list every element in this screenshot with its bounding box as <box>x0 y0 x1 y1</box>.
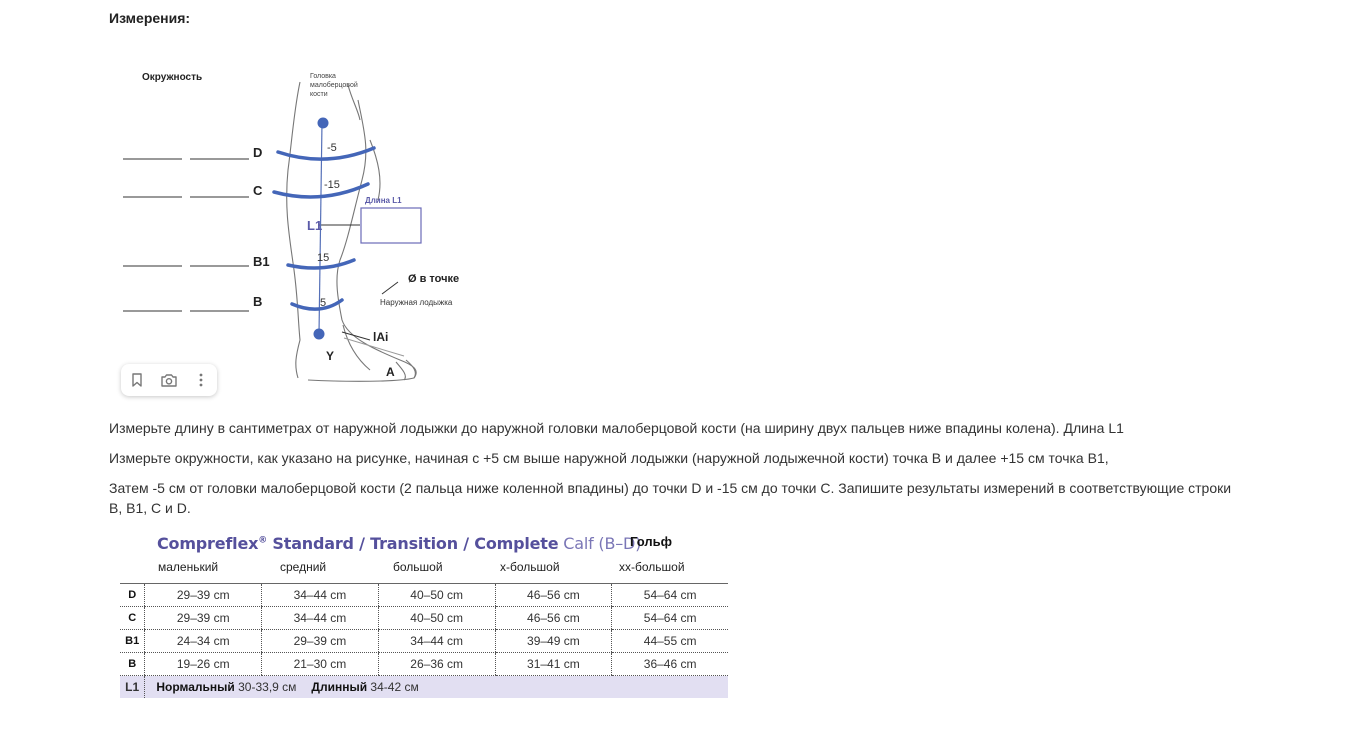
size-header-l: большой <box>393 560 443 574</box>
table-cell: 40–50 cm <box>377 583 496 607</box>
table-cell: 34–44 cm <box>261 583 379 607</box>
table-cell: 34–44 cm <box>377 629 496 653</box>
table-cell: 46–56 cm <box>494 583 612 607</box>
point-ankle <box>313 328 325 340</box>
calf-label: Calf (B–D) <box>558 534 642 553</box>
row-label: D <box>120 583 145 607</box>
leg-outline <box>286 81 417 382</box>
row-label: B <box>120 652 145 676</box>
length-l1-box <box>360 207 422 244</box>
size-header-xxl: xx-большой <box>619 560 685 574</box>
fibula-head-label-1: Головка <box>310 73 336 80</box>
table-cell: 34–44 cm <box>261 606 379 630</box>
long-length-label: Длинный <box>311 680 368 694</box>
size-header-s: маленький <box>158 560 219 574</box>
row-label-d: D <box>253 145 262 160</box>
l1-label: L1 <box>307 218 322 233</box>
circumference-label: Окружность <box>142 72 202 83</box>
table-cell: 21–30 cm <box>261 652 379 676</box>
row-label-b: B <box>253 294 262 309</box>
golf-label: Гольф <box>630 534 672 549</box>
length-l1-label: Длина L1 <box>365 196 402 205</box>
table-cell: 24–34 cm <box>144 629 262 653</box>
registered-mark: ® <box>258 535 268 546</box>
table-cell: 29–39 cm <box>144 583 262 607</box>
table-cell: 44–55 cm <box>611 629 728 653</box>
size-chart-title: Compreflex® Standard / Transition / Comp… <box>157 534 641 553</box>
image-toolbar <box>121 364 217 396</box>
fibula-head-label-3: кости <box>310 91 328 98</box>
ai-label: lAi <box>373 330 388 344</box>
y-label: Y <box>326 349 334 363</box>
long-length-value: 34-42 см <box>367 680 419 694</box>
bookmark-icon[interactable] <box>125 368 149 392</box>
guide-lines <box>123 158 405 357</box>
row-label-b1: B1 <box>253 254 270 269</box>
point-diameter-label: Ø в точке <box>408 273 459 285</box>
section-heading: Измерения: <box>109 10 191 26</box>
mark-5: 5 <box>320 297 326 309</box>
row-label: B1 <box>120 629 145 653</box>
mark-15: 15 <box>317 252 329 264</box>
instruction-paragraph-points: Затем -5 см от головки малоберцовой кост… <box>109 480 1232 516</box>
table-cell: 36–46 cm <box>611 652 728 676</box>
table-cell: 26–36 cm <box>377 652 496 676</box>
size-header-xl: x-большой <box>500 560 560 574</box>
table-cell: 40–50 cm <box>377 606 496 630</box>
ankle-label: Наружная лодыжка <box>380 298 453 307</box>
leg-diagram-svg: Окружность Головка малоберцовой кости D … <box>123 72 459 382</box>
product-line: Standard / Transition / Complete <box>267 534 559 553</box>
point-fibula-head <box>317 117 329 129</box>
fibula-head-label-2: малоберцовой <box>310 81 358 89</box>
table-cell: 54–64 cm <box>611 583 728 607</box>
size-header-m: средний <box>280 560 327 574</box>
a-label: A <box>386 365 395 379</box>
brand-name: Compreflex <box>157 534 259 553</box>
table-cell: 29–39 cm <box>261 629 379 653</box>
mark-minus-15: -15 <box>324 179 340 191</box>
l1-row: L1 Нормальный 30-33,9 см Длинный 34-42 см <box>120 675 728 698</box>
camera-search-icon[interactable] <box>157 368 181 392</box>
instruction-paragraph-length: Измерьте длину в сантиметрах от наружной… <box>109 420 1124 436</box>
table-cell: 39–49 cm <box>494 629 612 653</box>
l1-lengths: Нормальный 30-33,9 см Длинный 34-42 см <box>144 675 728 698</box>
leg-measurement-diagram: Окружность Головка малоберцовой кости D … <box>108 60 488 395</box>
row-label-c: C <box>253 183 263 198</box>
more-vertical-icon[interactable] <box>189 368 213 392</box>
table-cell: 46–56 cm <box>494 606 612 630</box>
table-cell: 31–41 cm <box>494 652 612 676</box>
normal-length-value: 30-33,9 см <box>234 680 297 694</box>
instruction-paragraph-circumference: Измерьте окружности, как указано на рису… <box>109 450 1109 466</box>
mark-minus-5: -5 <box>327 142 337 154</box>
table-cell: 29–39 cm <box>144 606 262 630</box>
normal-length-label: Нормальный <box>156 680 235 694</box>
circumference-arcs <box>272 146 376 311</box>
l1-line <box>318 121 323 335</box>
table-cell: 54–64 cm <box>611 606 728 630</box>
row-label: C <box>120 606 145 630</box>
row-label: L1 <box>120 675 146 698</box>
table-cell: 19–26 cm <box>144 652 262 676</box>
